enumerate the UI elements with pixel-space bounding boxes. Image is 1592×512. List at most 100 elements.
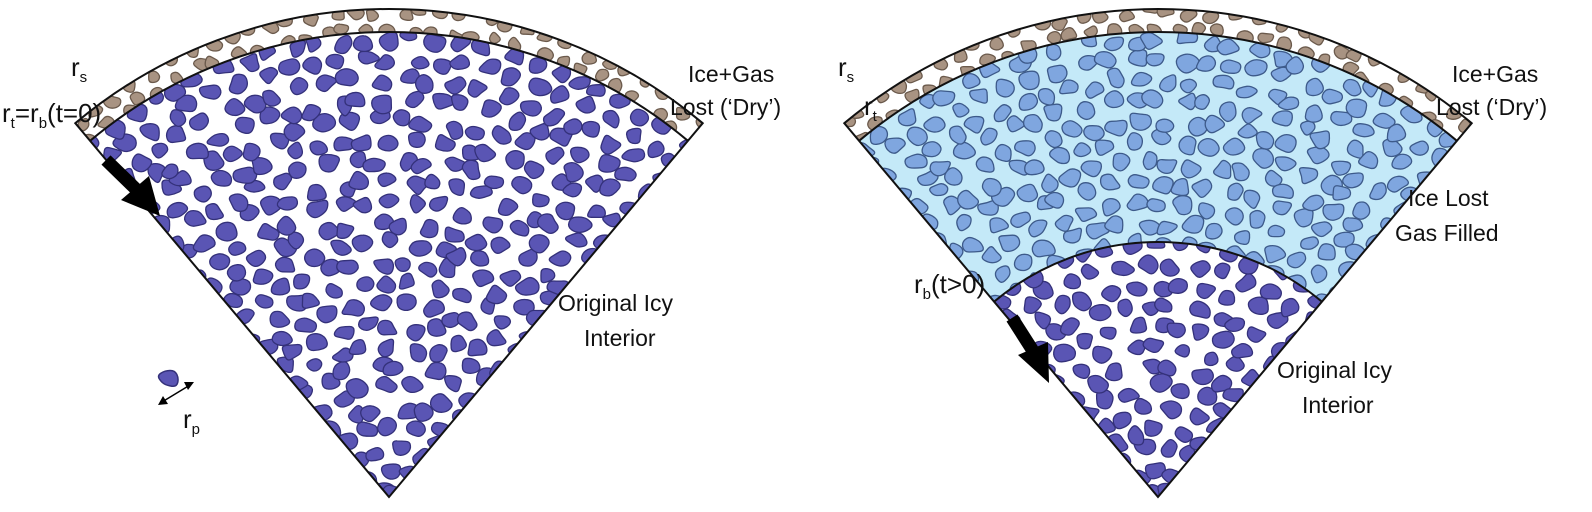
grain (575, 95, 596, 114)
grain (1386, 123, 1407, 143)
grain (262, 89, 282, 107)
grain (1247, 296, 1269, 315)
grain (377, 134, 399, 152)
grain (188, 112, 210, 131)
grain (429, 344, 448, 363)
grain (281, 343, 303, 361)
grain (198, 84, 222, 100)
grain (348, 338, 367, 355)
grain (518, 248, 538, 267)
grain (129, 91, 146, 106)
grain (961, 236, 984, 253)
grain (1141, 9, 1159, 14)
grain (456, 311, 478, 332)
grain (975, 156, 995, 173)
right-dry-boundary-arc (858, 31, 1458, 142)
grain (1112, 152, 1131, 172)
grain (382, 360, 404, 377)
grain (165, 125, 187, 144)
right-gas-label-1: Ice Lost (1408, 185, 1489, 211)
grain (408, 115, 433, 133)
grain (1196, 282, 1216, 300)
grain (980, 127, 998, 146)
grain (1130, 71, 1153, 87)
grain (1167, 277, 1189, 294)
grain (406, 324, 426, 342)
grain (376, 416, 397, 437)
grain (969, 88, 988, 104)
grain (1345, 98, 1368, 119)
grain (486, 329, 507, 347)
grain (377, 319, 398, 336)
grain (1044, 130, 1063, 149)
left-dry-label-2: Lost (‘Dry’) (670, 94, 781, 120)
grain (427, 318, 447, 337)
grain (540, 267, 556, 284)
grain (1103, 36, 1125, 52)
grain (1274, 133, 1297, 153)
grain (1328, 285, 1349, 302)
left-interior-label-1: Original Icy (558, 290, 674, 316)
grain (429, 393, 453, 413)
grain (562, 182, 583, 198)
grain (594, 68, 610, 82)
grain (373, 258, 395, 275)
grain (1346, 139, 1364, 159)
grain (1034, 311, 1052, 330)
grain (1277, 96, 1300, 111)
grain (398, 272, 415, 290)
grain (289, 77, 309, 96)
grain (1144, 419, 1163, 437)
grain (151, 142, 169, 159)
grain (318, 153, 340, 173)
grain (1352, 201, 1371, 220)
grain (239, 53, 260, 73)
grain (365, 446, 385, 462)
particle-size-arrow (161, 384, 191, 403)
grain (305, 333, 328, 352)
grain (1211, 330, 1235, 349)
grain (1172, 195, 1193, 216)
grain (1156, 159, 1178, 175)
grain (467, 79, 488, 98)
grain (397, 402, 421, 420)
grain (956, 213, 972, 232)
particle-example (157, 369, 194, 405)
grain (333, 325, 355, 340)
grain (483, 175, 505, 190)
grain (407, 131, 426, 149)
grain (481, 99, 502, 118)
grain (1391, 153, 1413, 170)
grain (1204, 351, 1219, 367)
grain (1127, 174, 1150, 189)
grain (270, 277, 291, 296)
grain (962, 72, 981, 89)
grain (228, 193, 249, 212)
grain (303, 248, 326, 268)
grain (609, 93, 631, 109)
grain (206, 132, 230, 147)
grain (410, 55, 430, 70)
grain (380, 463, 402, 480)
grain (1180, 159, 1202, 179)
grain (414, 74, 434, 94)
grain (331, 9, 345, 21)
grain (1216, 38, 1240, 56)
grain (209, 253, 231, 271)
grain (1189, 407, 1210, 426)
grain (1076, 101, 1096, 121)
grain (1083, 125, 1105, 142)
grain (1118, 9, 1135, 23)
left-interior-label-2: Interior (584, 325, 656, 351)
left-front-arrow (101, 155, 160, 216)
grain (333, 23, 350, 35)
grain (1059, 317, 1080, 336)
grain (513, 298, 535, 316)
grain (334, 68, 359, 87)
grain (549, 85, 570, 104)
grain (1031, 239, 1056, 258)
right-rb-label: rb(t>0) (914, 269, 985, 303)
right-panel: rs rt Ice+Gas Lost (‘Dry’) Ice Lost Gas … (838, 8, 1547, 499)
grain (1272, 200, 1293, 216)
